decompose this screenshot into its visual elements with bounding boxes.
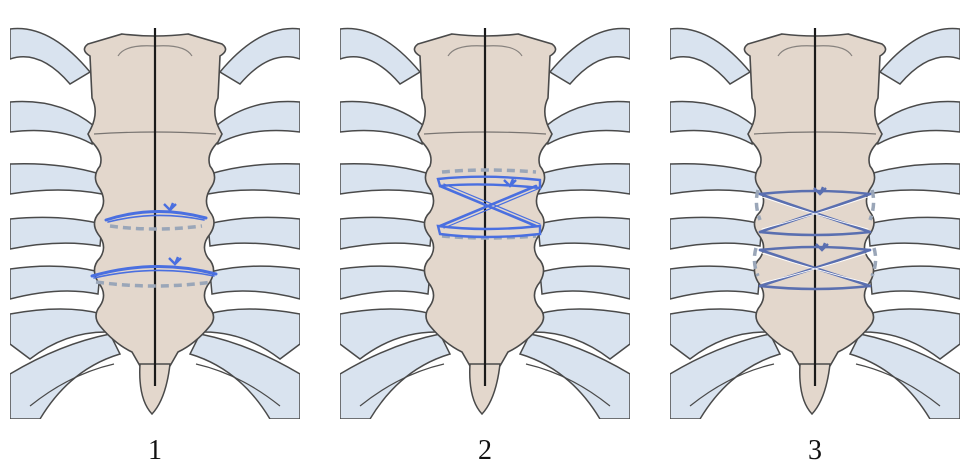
- rib-left-2: [340, 102, 424, 145]
- panel-label-1: 1: [10, 436, 300, 466]
- rib-left-5: [340, 266, 430, 299]
- rib-left-3: [670, 164, 762, 194]
- panel-label-2: 2: [340, 436, 630, 466]
- rib-1-left: [10, 29, 90, 84]
- rib-right-4: [208, 217, 300, 249]
- rib-right-3: [868, 164, 960, 194]
- rib-1-left: [670, 29, 750, 84]
- rib-left-2: [10, 102, 94, 145]
- rib-left-4: [10, 217, 102, 249]
- rib-right-4: [868, 217, 960, 249]
- rib-right-5: [870, 266, 960, 299]
- rib-left-2: [670, 102, 754, 145]
- rib-left-3: [10, 164, 102, 194]
- rib-right-5: [210, 266, 300, 299]
- sternum-illustration-3: [670, 14, 960, 419]
- rib-right-5: [540, 266, 630, 299]
- rib-1-left: [340, 29, 420, 84]
- diagram-panel-2: [340, 14, 630, 419]
- rib-right-2: [876, 102, 960, 145]
- rib-right-3: [538, 164, 630, 194]
- rib-left-4: [670, 217, 762, 249]
- rib-right-2: [216, 102, 300, 145]
- rib-left-4: [340, 217, 432, 249]
- diagram-panel-3: [670, 14, 960, 419]
- rib-right-3: [208, 164, 300, 194]
- panel-label-3: 3: [670, 436, 960, 466]
- rib-left-5: [670, 266, 760, 299]
- rib-1-right: [550, 29, 630, 84]
- rib-left-3: [340, 164, 432, 194]
- sternum-illustration-2: [340, 14, 630, 419]
- diagram-panel-1: [10, 14, 300, 419]
- rib-1-right: [220, 29, 300, 84]
- rib-right-2: [546, 102, 630, 145]
- rib-left-5: [10, 266, 100, 299]
- sternum-illustration-1: [10, 14, 300, 419]
- rib-1-right: [880, 29, 960, 84]
- rib-right-4: [538, 217, 630, 249]
